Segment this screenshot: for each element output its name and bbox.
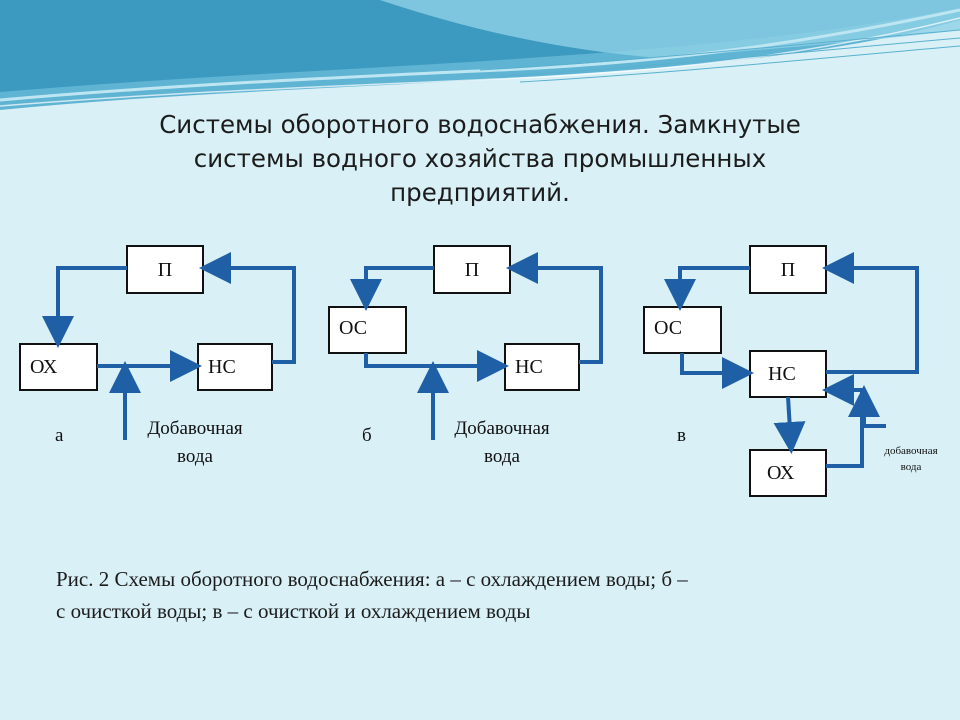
scheme-a-arrows — [42, 252, 296, 440]
scheme-b-box-os: ОС — [328, 306, 407, 354]
scheme-a-letter: а — [55, 425, 64, 446]
scheme-a-box-p: П — [126, 245, 204, 294]
scheme-a-box-ns: НС — [197, 343, 273, 391]
scheme-c-box-ns-label: НС — [768, 363, 796, 385]
slide-title: Системы оборотного водоснабжения. Замкну… — [80, 108, 880, 210]
scheme-c-arrows — [664, 252, 919, 468]
scheme-b-letter: б — [362, 425, 372, 446]
scheme-b-box-p: П — [433, 245, 511, 294]
scheme-b-arrows — [350, 252, 603, 440]
scheme-c-makeup-label-1: добавочная — [884, 445, 937, 457]
scheme-a-box-p-label: П — [158, 259, 172, 281]
scheme-b-box-p-label: П — [465, 259, 479, 281]
caption-line-1: Рис. 2 Схемы оборотного водоснабжения: а… — [56, 567, 688, 591]
scheme-a-box-ns-label: НС — [208, 356, 236, 378]
title-line-3: предприятий. — [390, 178, 570, 207]
title-line-1: Системы оборотного водоснабжения. Замкну… — [159, 110, 801, 139]
scheme-b-box-ns: НС — [504, 343, 580, 391]
scheme-c-box-p: П — [749, 245, 827, 294]
title-line-2: системы водного хозяйства промышленных — [193, 144, 767, 173]
scheme-a-makeup-label-2: вода — [177, 446, 213, 467]
scheme-a-box-oh-label: ОХ — [30, 356, 58, 378]
scheme-c-box-os: ОС — [643, 306, 722, 354]
scheme-b-makeup-label-2: вода — [484, 446, 520, 467]
scheme-a-box-oh: ОХ — [19, 343, 98, 391]
scheme-c-box-ns: НС — [749, 350, 827, 398]
scheme-c-box-p-label: П — [781, 259, 795, 281]
figure-caption: Рис. 2 Схемы оборотного водоснабжения: а… — [56, 563, 916, 627]
scheme-c-letter: в — [677, 425, 686, 446]
scheme-c-box-oh: ОХ — [749, 449, 827, 497]
caption-line-2: с очисткой воды; в – с очисткой и охлажд… — [56, 599, 531, 623]
scheme-c-box-oh-label: ОХ — [767, 462, 795, 484]
scheme-c-box-os-label: ОС — [654, 317, 682, 339]
scheme-a-makeup-label-1: Добавочная — [147, 418, 243, 439]
scheme-c: П ОС НС ОХ в добавочная вода — [643, 245, 938, 497]
scheme-b-box-os-label: ОС — [339, 317, 367, 339]
scheme-b-makeup-label-1: Добавочная — [454, 418, 550, 439]
scheme-a: П ОХ НС а Добавочная вода — [19, 245, 296, 467]
scheme-b-box-ns-label: НС — [515, 356, 543, 378]
scheme-c-makeup-label-2: вода — [901, 461, 922, 473]
scheme-b: П ОС НС б Добавочная вода — [328, 245, 603, 467]
